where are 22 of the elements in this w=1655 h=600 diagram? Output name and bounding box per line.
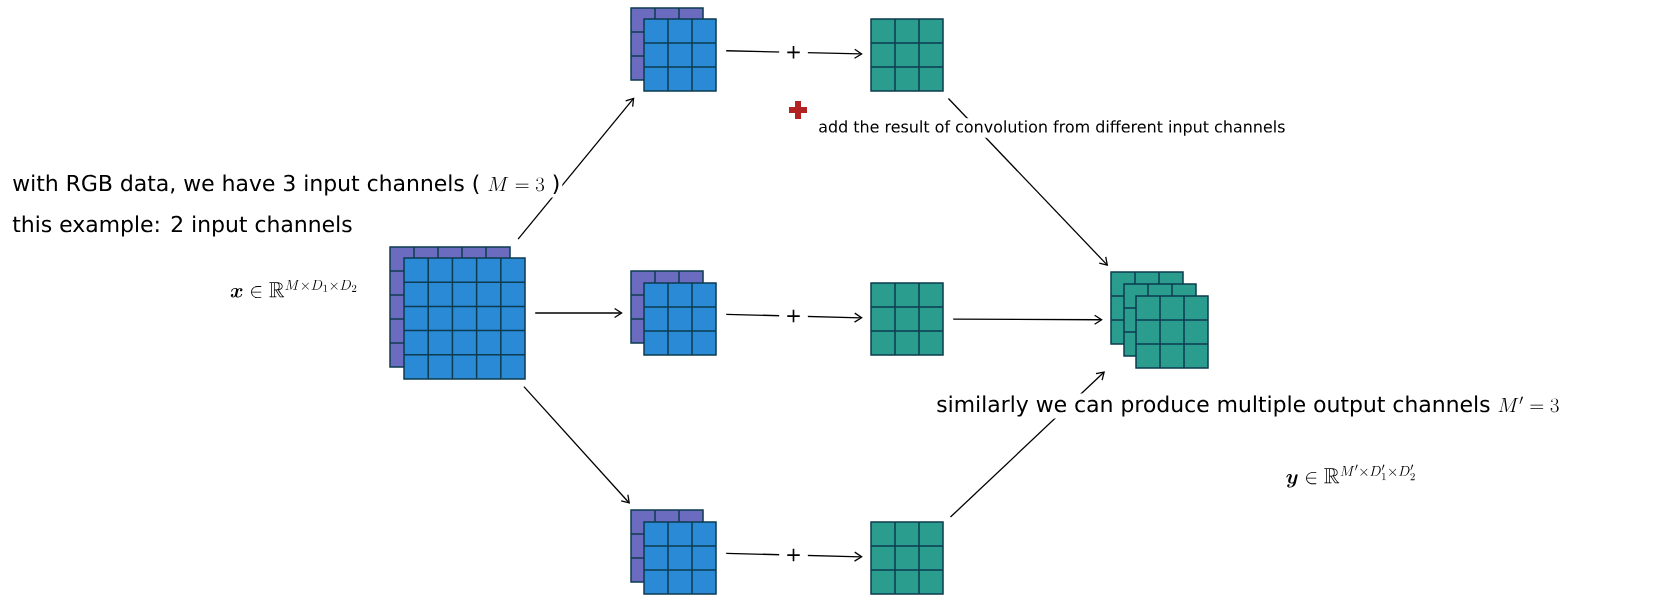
formula: $\boldsymbol{x} \in \mathbb{R}^{M\times D_1\times D_2}$: [228, 277, 360, 301]
feature-map-drawing: [870, 18, 944, 92]
annotation-text: with RGB data, we have 3 input channels ( $M=3$ ): [10, 172, 563, 198]
feature-map-drawing: [389, 246, 526, 380]
feature-map-drawing: [1110, 271, 1209, 369]
arrow: [534, 307, 623, 319]
feature-map-drawing: [870, 282, 944, 356]
arrow: [952, 314, 1103, 325]
arrow: [947, 97, 1109, 266]
annotation-text: add the result of convolution from different input channels: [816, 118, 1288, 138]
formula: $\boldsymbol{y} \in \mathbb{R}^{M'\times D_1'\times D_2'}$: [1283, 462, 1419, 490]
arrow: [517, 97, 635, 240]
edge-label: +: [779, 303, 808, 329]
annotation-text: this example: 2 input channels: [10, 213, 355, 239]
edge-label: +: [779, 542, 808, 568]
feature-map-drawing: [630, 509, 717, 595]
feature-map-drawing: [630, 7, 717, 92]
edge-label: +: [779, 40, 808, 65]
annotation-text: similarly we can produce multiple output channels $M'=3$: [934, 393, 1562, 419]
arrow: [523, 385, 631, 504]
feature-map-drawing: [630, 270, 717, 356]
feature-map-drawing: [870, 521, 944, 595]
